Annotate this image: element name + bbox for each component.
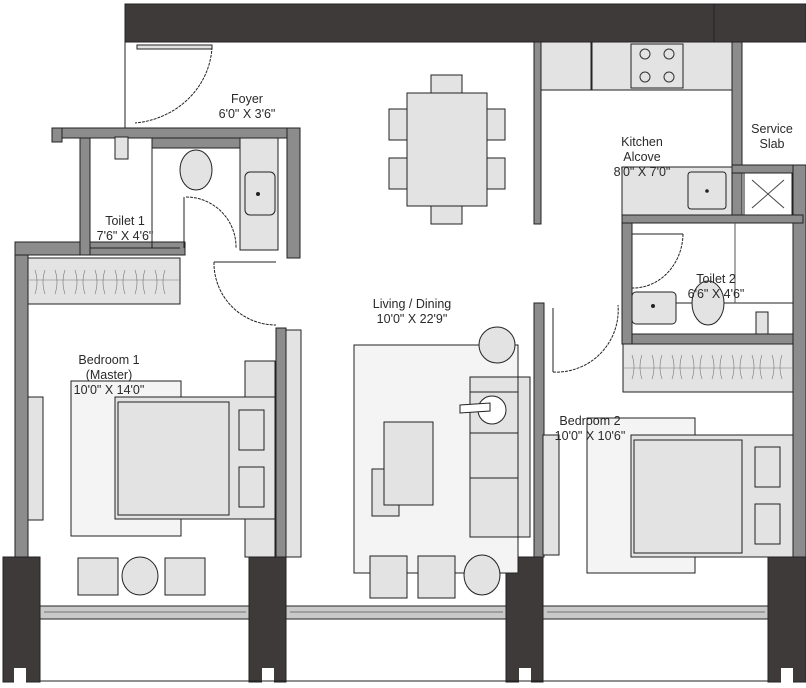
wardrobe-bedroom-1	[27, 257, 181, 305]
toilet-wc-2	[691, 280, 725, 326]
toilet-1-door[interactable]	[185, 196, 237, 249]
toilet-2-door[interactable]	[631, 233, 684, 289]
coffee-table	[371, 421, 434, 517]
chairs-living	[369, 554, 501, 599]
structural-beam-top	[124, 3, 806, 43]
bed-bedroom-1	[114, 396, 276, 520]
chair-bedroom-1	[77, 556, 206, 596]
cooktop-burners-icon	[639, 48, 675, 83]
person-figure-icon	[459, 395, 507, 425]
room-label-bedroom-1: Bedroom 1 (Master)10'0" X 14'0"	[73, 353, 145, 397]
bed-bedroom-2	[630, 434, 794, 558]
entry-door[interactable]	[124, 42, 213, 128]
bedroom-2-door[interactable]	[552, 304, 619, 373]
windows	[39, 605, 769, 620]
dining-table	[388, 74, 506, 225]
washbasin-2	[631, 291, 677, 325]
room-label-service-slab: Service Slab	[751, 122, 793, 151]
bedroom-1-door[interactable]	[213, 261, 277, 326]
washbasin-1	[244, 171, 276, 216]
toilet-wc-1	[179, 149, 213, 191]
kitchen-counter	[540, 41, 733, 216]
